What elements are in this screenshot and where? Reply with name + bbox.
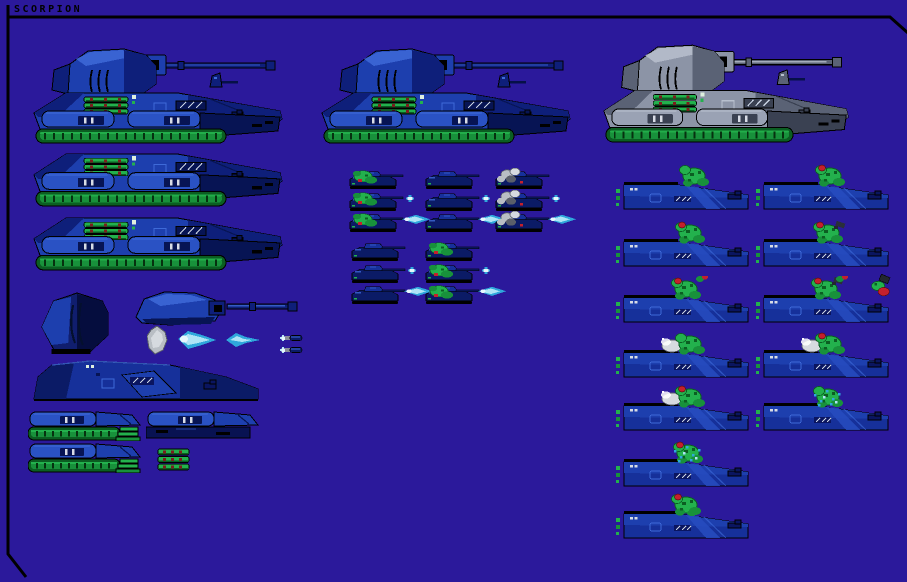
small-tank-plain2-fire2: [350, 283, 434, 307]
small-tank-plain-idle: [424, 168, 508, 192]
shell-projectile-1: [279, 333, 305, 343]
hull-body-piece: [30, 357, 262, 407]
creature-attack-right-4: [756, 331, 892, 379]
shell-projectile-2: [279, 345, 305, 355]
creature-attack-right-1: [756, 163, 892, 211]
tank-large-blue-1: [28, 42, 298, 147]
small-tank-infested-idle: [348, 168, 432, 192]
muzzle-flash-medium: [226, 331, 262, 349]
creature-attack-left-6: [616, 440, 752, 488]
turret-base-piece: [38, 289, 116, 357]
small-tank-smoking-fire1: [494, 190, 578, 214]
tank-hull-1: [28, 151, 298, 211]
tank-hull-2: [28, 215, 298, 275]
small-tank-infested-fire1: [348, 190, 432, 214]
small-tank-infested-fire2: [348, 211, 432, 235]
muzzle-flash-grey: [147, 326, 169, 356]
creature-attack-left-2: [616, 220, 752, 268]
creature-attack-left-7: [616, 492, 752, 540]
track-skirt-green-1: [28, 410, 142, 441]
creature-attack-right-2: [756, 220, 892, 268]
small-tank-smoking-idle: [494, 168, 578, 192]
turret-cannon-piece: [130, 287, 300, 327]
missile-rack-piece: [157, 448, 191, 472]
detached-arm-piece: [866, 272, 894, 300]
tank-large-grey: [598, 38, 864, 146]
creature-attack-left-3: [616, 276, 752, 324]
skirt-dark-piece: [146, 410, 260, 441]
small-tank-plain-fire2: [424, 211, 508, 235]
creature-attack-right-5: [756, 384, 892, 432]
muzzle-flash-large: [176, 329, 218, 353]
tank-large-blue-2: [316, 42, 586, 147]
creature-attack-left-5: [616, 384, 752, 432]
small-tank-boarded-fire1: [424, 262, 508, 286]
small-tank-plain2-idle: [350, 240, 434, 264]
small-tank-boarded-fire2: [424, 283, 508, 307]
track-skirt-green-2: [28, 442, 142, 473]
creature-attack-left-4: [616, 331, 752, 379]
creature-attack-right-3: [756, 276, 892, 324]
small-tank-plain-fire1: [424, 190, 508, 214]
small-tank-smoking-fire2: [494, 211, 578, 235]
sheet-title: SCORPION: [14, 4, 83, 15]
creature-attack-left-1: [616, 163, 752, 211]
small-tank-plain2-fire1: [350, 262, 434, 286]
small-tank-boarded-idle: [424, 240, 508, 264]
